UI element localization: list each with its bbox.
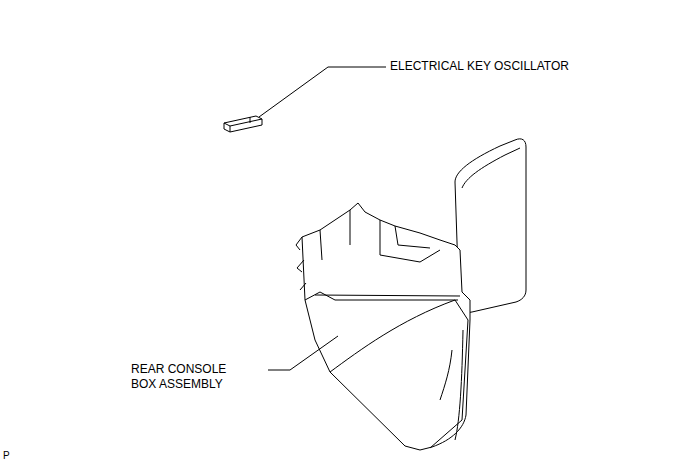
leader-line xyxy=(268,336,338,370)
key-oscillator xyxy=(224,116,262,132)
leader-line xyxy=(259,67,386,117)
page-mark: P xyxy=(3,448,23,463)
part-name: ELECTRICAL KEY OSCILLATOR xyxy=(390,59,650,74)
part-name: REAR CONSOLE BOX ASSEMBLY xyxy=(131,362,241,392)
console-box xyxy=(296,139,526,450)
